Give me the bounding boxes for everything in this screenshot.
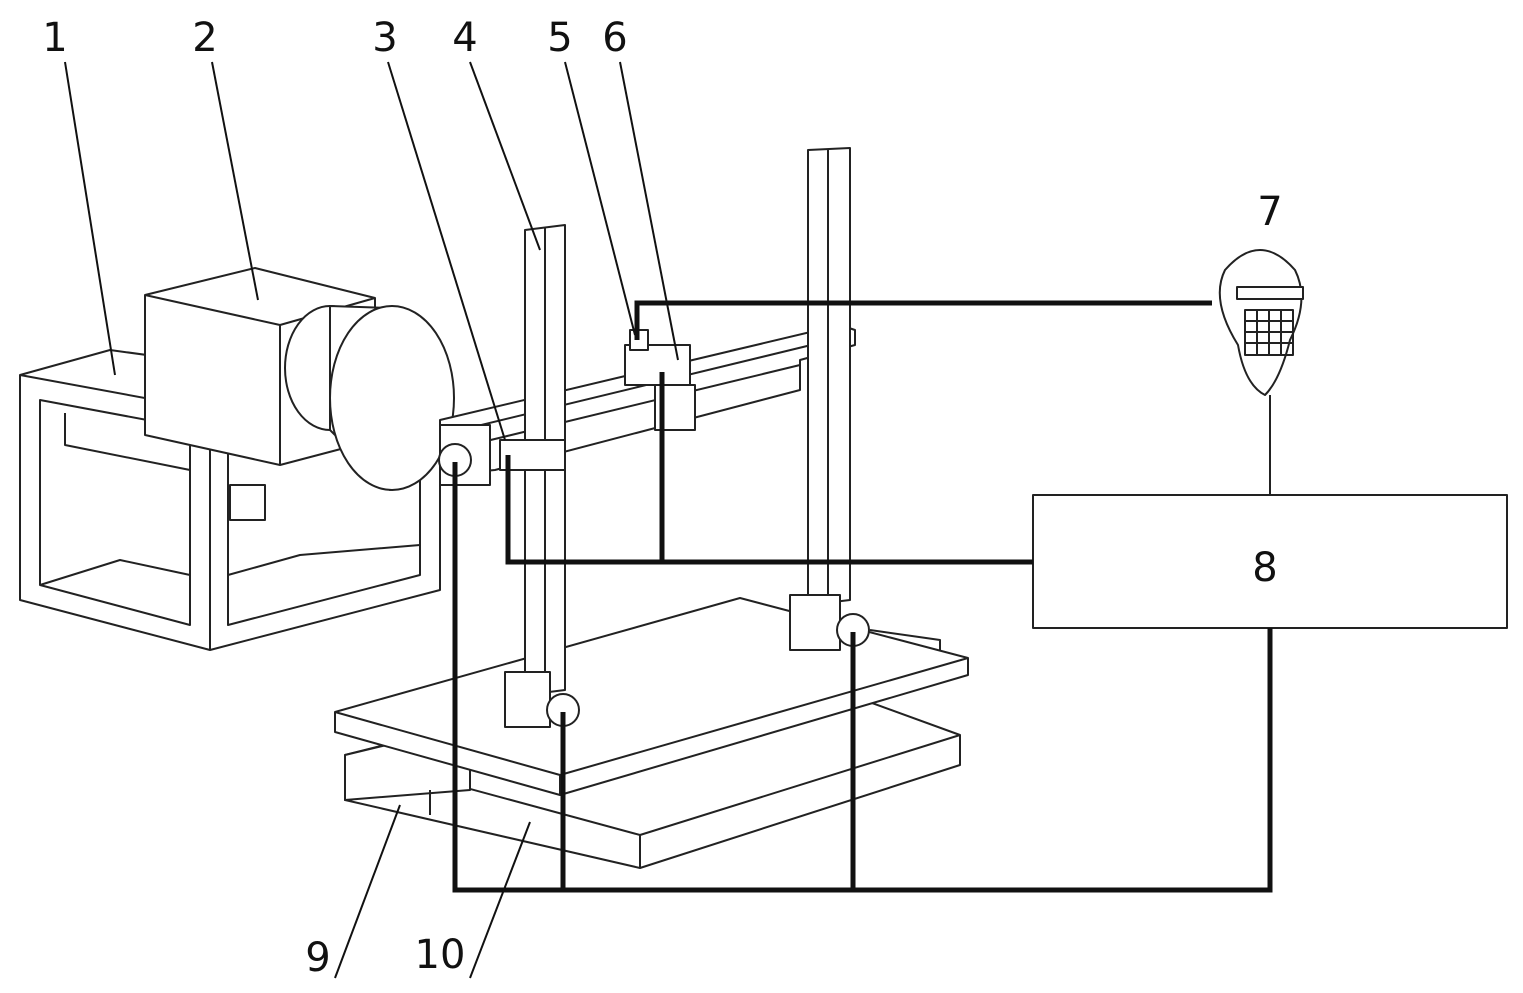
label-4: 4 xyxy=(452,18,477,58)
label-6: 6 xyxy=(602,18,627,58)
label-1: 1 xyxy=(42,18,67,58)
label-10: 10 xyxy=(415,935,466,975)
label-8: 8 xyxy=(1252,548,1277,588)
label-5: 5 xyxy=(547,18,572,58)
label-2: 2 xyxy=(192,18,217,58)
vertical-post-right xyxy=(790,148,850,650)
label-9: 9 xyxy=(305,938,330,978)
label-3: 3 xyxy=(372,18,397,58)
label-7: 7 xyxy=(1257,192,1282,232)
handheld-controller-7 xyxy=(1220,250,1303,395)
